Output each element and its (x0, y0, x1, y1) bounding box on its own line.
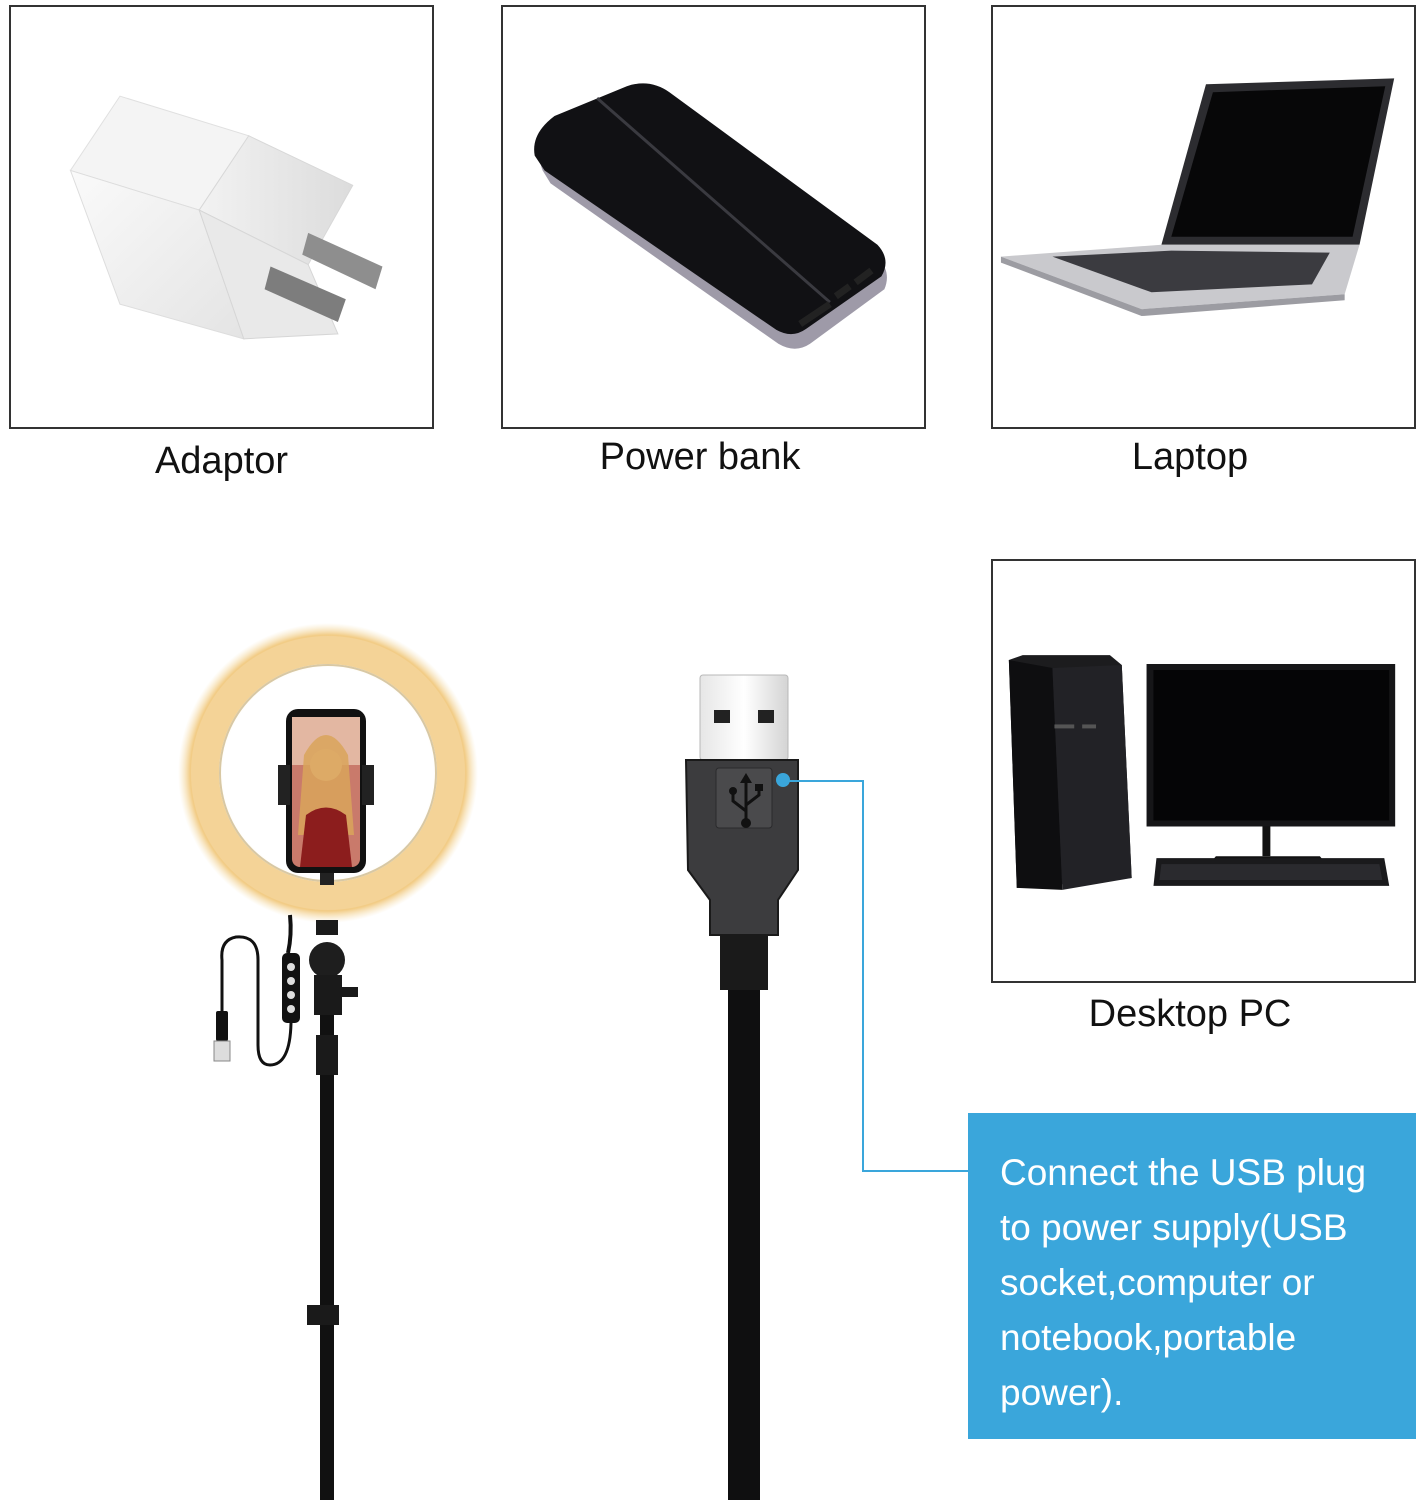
callout-line-vertical (862, 780, 864, 1172)
laptop-icon (1000, 78, 1395, 317)
desktop-pc-icon (1008, 655, 1396, 890)
adaptor-label: Adaptor (154, 440, 289, 482)
power-bank-panel (501, 5, 926, 429)
laptop-label: Laptop (1131, 436, 1249, 478)
callout-anchor-dot (776, 773, 790, 787)
power-adapter-icon (69, 95, 383, 340)
power-bank-label: Power bank (599, 436, 801, 478)
usb-symbol-icon (729, 773, 763, 828)
laptop-panel (991, 5, 1416, 429)
desktop-pc-label: Desktop PC (1088, 993, 1292, 1035)
ring-light-stand-icon (178, 623, 478, 1500)
usb-callout-box: Connect the USB plug to power supply(USB… (968, 1113, 1416, 1439)
desktop-pc-panel (991, 559, 1416, 983)
callout-line-horizontal-bottom (862, 1170, 970, 1172)
callout-line-horizontal-top (783, 780, 864, 782)
adaptor-panel (9, 5, 434, 429)
usb-callout-text: Connect the USB plug to power supply(USB… (1000, 1152, 1367, 1413)
usb-plug-icon (684, 674, 799, 1500)
power-bank-icon (534, 83, 887, 349)
